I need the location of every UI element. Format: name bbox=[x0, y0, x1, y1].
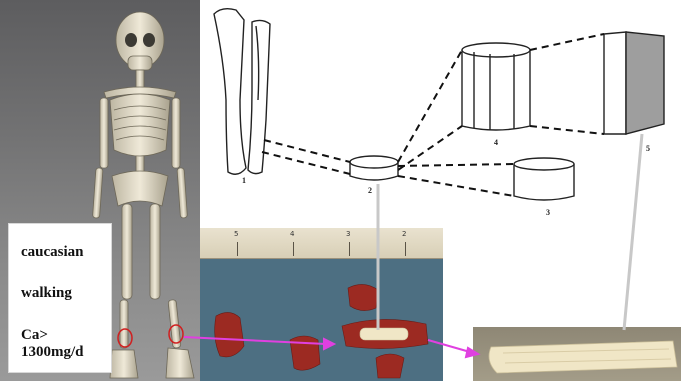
connector-block-to-strip bbox=[624, 134, 642, 330]
tibia-fibula-drawing bbox=[214, 9, 270, 175]
diagram-label-1: 1 bbox=[242, 176, 246, 185]
rectangular-block-drawing bbox=[604, 32, 664, 134]
diagram-label-4: 4 bbox=[494, 138, 498, 147]
magenta-arrows bbox=[184, 337, 478, 357]
diagram-label-2: 2 bbox=[368, 186, 372, 195]
tall-cylinder-drawing bbox=[462, 43, 530, 130]
bone-disc-drawing bbox=[350, 156, 398, 180]
diagram-label-3: 3 bbox=[546, 208, 550, 217]
short-cylinder-drawing bbox=[514, 158, 574, 200]
diagram-label-5: 5 bbox=[646, 144, 650, 153]
